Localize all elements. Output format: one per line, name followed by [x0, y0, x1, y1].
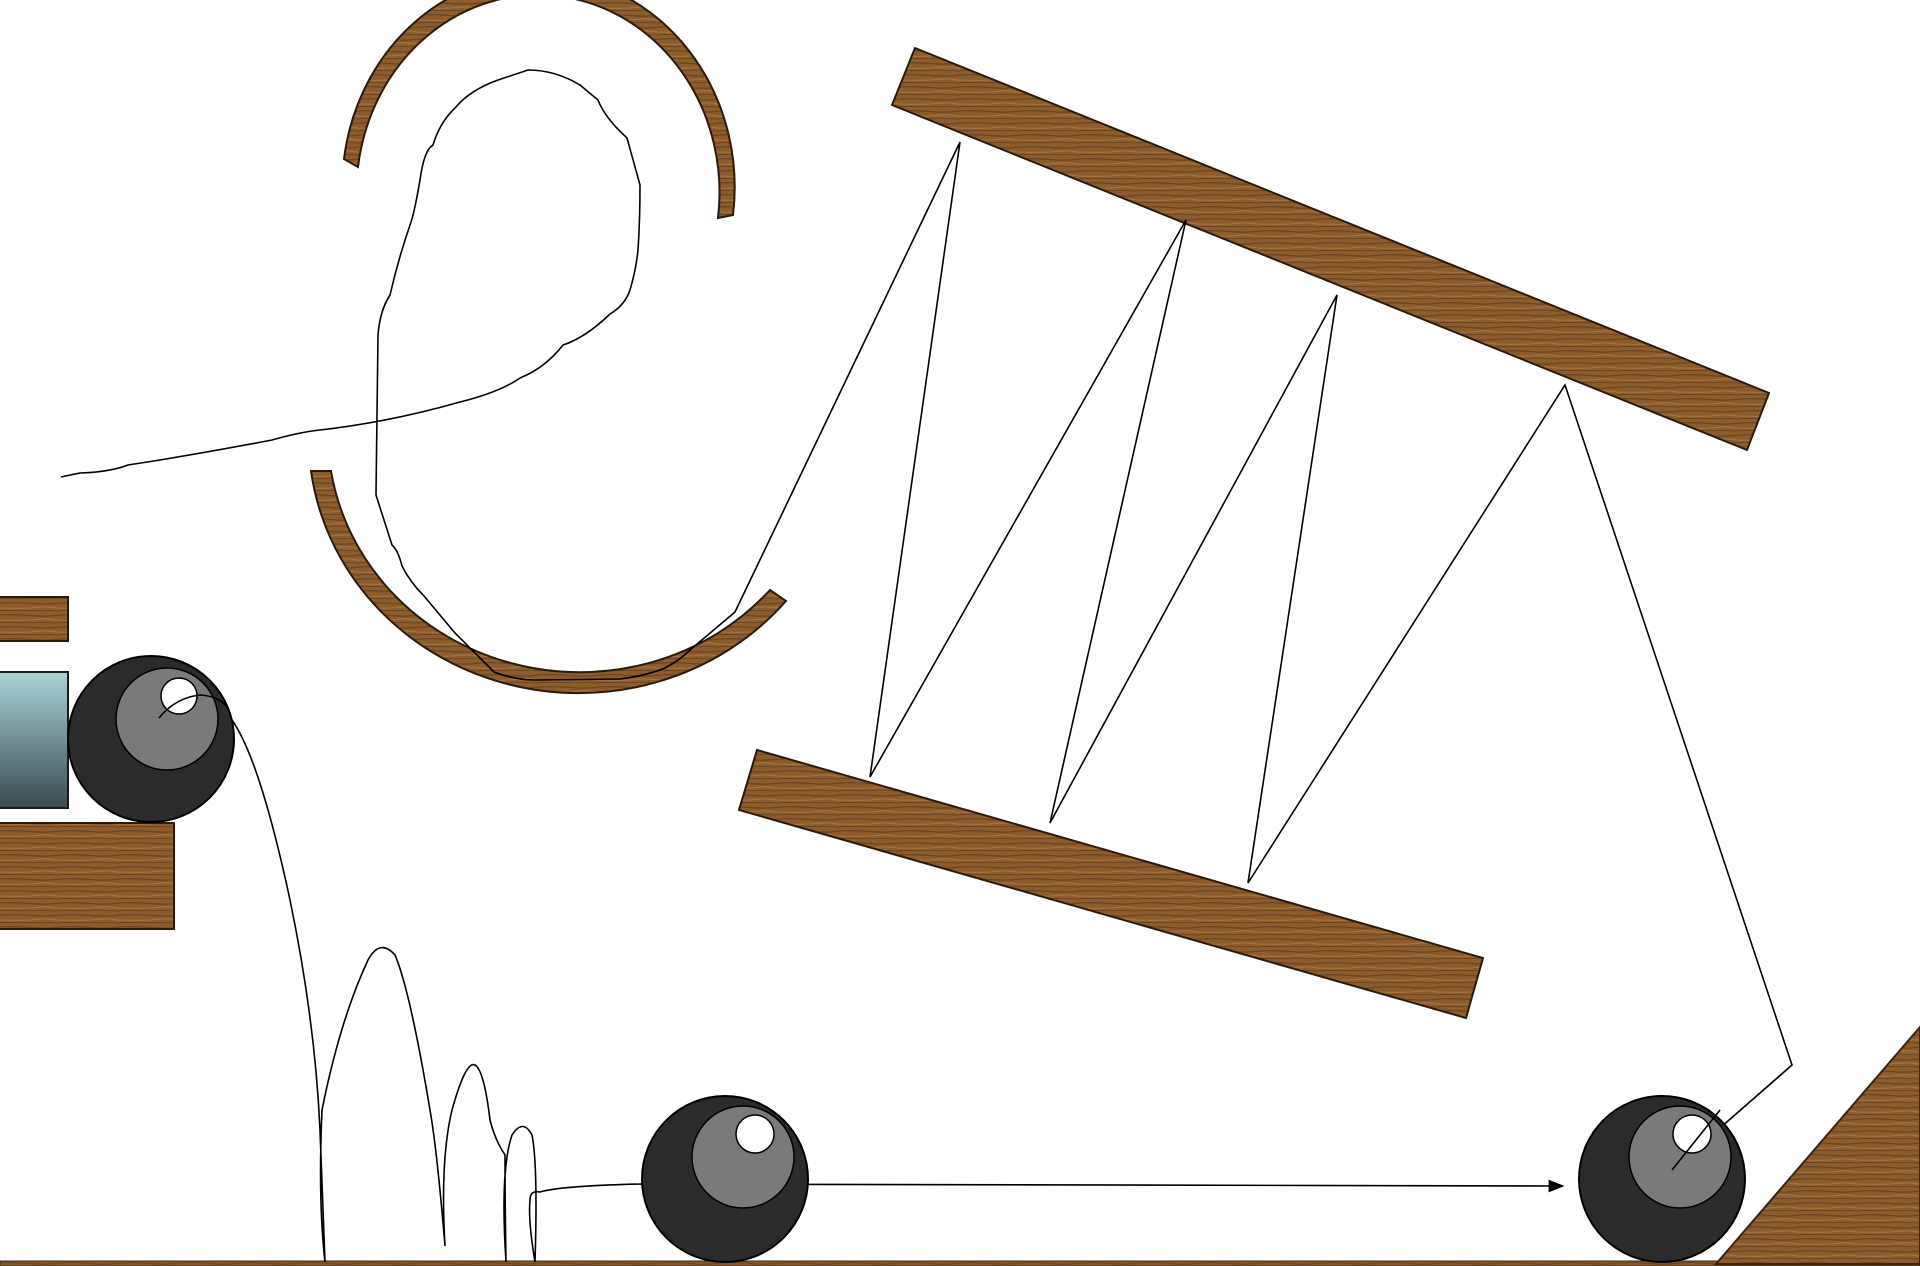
wood-ramp[interactable] [1713, 1025, 1920, 1265]
tilted-plank-lower[interactable] [737, 748, 1485, 1020]
arc-wall-upper[interactable] [342, 0, 736, 220]
glass-push-block[interactable] [0, 671, 69, 809]
arc-wall-lower[interactable] [309, 470, 788, 695]
trajectory-over-ball-right [1671, 1109, 1721, 1171]
tilted-plank-upper[interactable] [890, 46, 1771, 452]
bowling-ball-right[interactable] [1578, 1095, 1746, 1263]
wood-plank-upper-left[interactable] [0, 596, 69, 642]
wood-plank-lower-left[interactable] [0, 822, 175, 930]
bowling-ball-middle[interactable] [641, 1095, 809, 1263]
trajectory-over-ball-left [158, 694, 227, 719]
ground-line [0, 1260, 1920, 1266]
trajectory-line-lower [158, 694, 1565, 1263]
trajectory-line [60, 69, 1793, 1171]
bowling-ball-left[interactable] [67, 655, 235, 823]
